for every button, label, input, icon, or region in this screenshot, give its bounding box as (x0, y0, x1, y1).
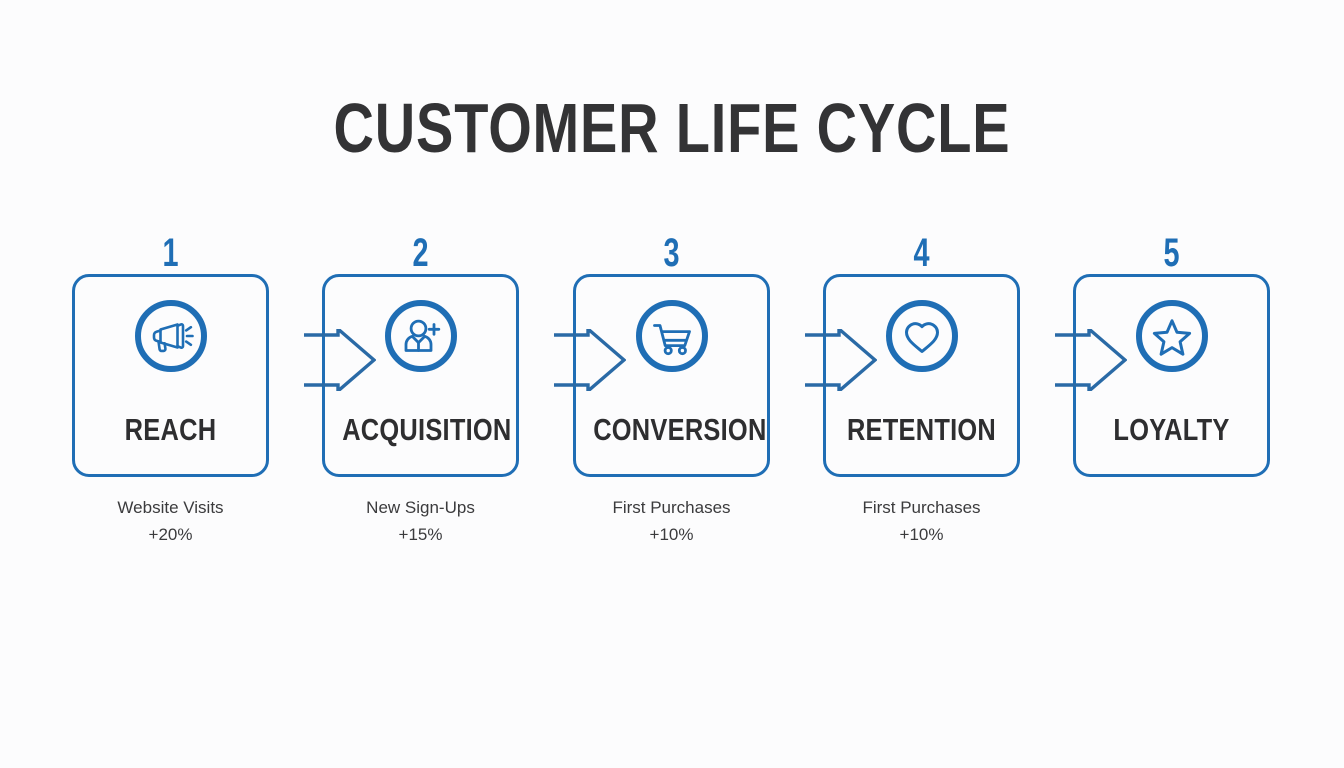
step-number: 5 (1163, 231, 1180, 275)
stage-label: REACH (124, 412, 217, 447)
step-number: 1 (162, 231, 179, 275)
stage-metric: First Purchases (862, 498, 981, 517)
add-user-icon (382, 297, 460, 375)
star-icon (1133, 297, 1211, 375)
stage-caption: First Purchases +10% (823, 494, 1020, 548)
stage-metric: Website Visits (117, 498, 224, 517)
stage-label: LOYALTY (1113, 412, 1230, 447)
stage-caption: First Purchases +10% (573, 494, 770, 548)
stage-label: RETENTION (846, 412, 997, 447)
stage-label: CONVERSION (593, 412, 767, 447)
page-title: CUSTOMER LIFE CYCLE (333, 89, 1011, 167)
stage-conversion[interactable]: 3 CONVERSION First Purchases +10% (573, 232, 770, 548)
stage-card[interactable]: REACH (72, 274, 269, 477)
stage-metric: First Purchases (612, 498, 731, 517)
step-number: 3 (663, 231, 680, 275)
stage-delta: +15% (398, 525, 443, 544)
heart-icon (883, 297, 961, 375)
life-cycle-stage-row: 1 REACH Website V (72, 232, 1270, 552)
stage-card[interactable]: RETENTION (823, 274, 1020, 477)
stage-caption: Website Visits +20% (72, 494, 269, 548)
stage-label: ACQUISITION (342, 412, 512, 447)
stage-card[interactable]: LOYALTY (1073, 274, 1270, 477)
stage-delta: +10% (649, 525, 694, 544)
step-number: 4 (913, 231, 930, 275)
stage-metric: New Sign-Ups (366, 498, 475, 517)
stage-retention[interactable]: 4 RETENTION First Purchases +10% (823, 232, 1020, 548)
stage-caption: New Sign-Ups +15% (322, 494, 519, 548)
stage-loyalty[interactable]: 5 LOYALTY (1073, 232, 1270, 494)
stage-acquisition[interactable]: 2 ACQUISITION New Sign-Ups +15% (322, 232, 519, 548)
step-number: 2 (412, 231, 429, 275)
stage-card[interactable]: ACQUISITION (322, 274, 519, 477)
megaphone-icon (132, 297, 210, 375)
shopping-cart-icon (633, 297, 711, 375)
stage-delta: +20% (148, 525, 193, 544)
stage-reach[interactable]: 1 REACH Website V (72, 232, 269, 548)
stage-card[interactable]: CONVERSION (573, 274, 770, 477)
stage-delta: +10% (899, 525, 944, 544)
